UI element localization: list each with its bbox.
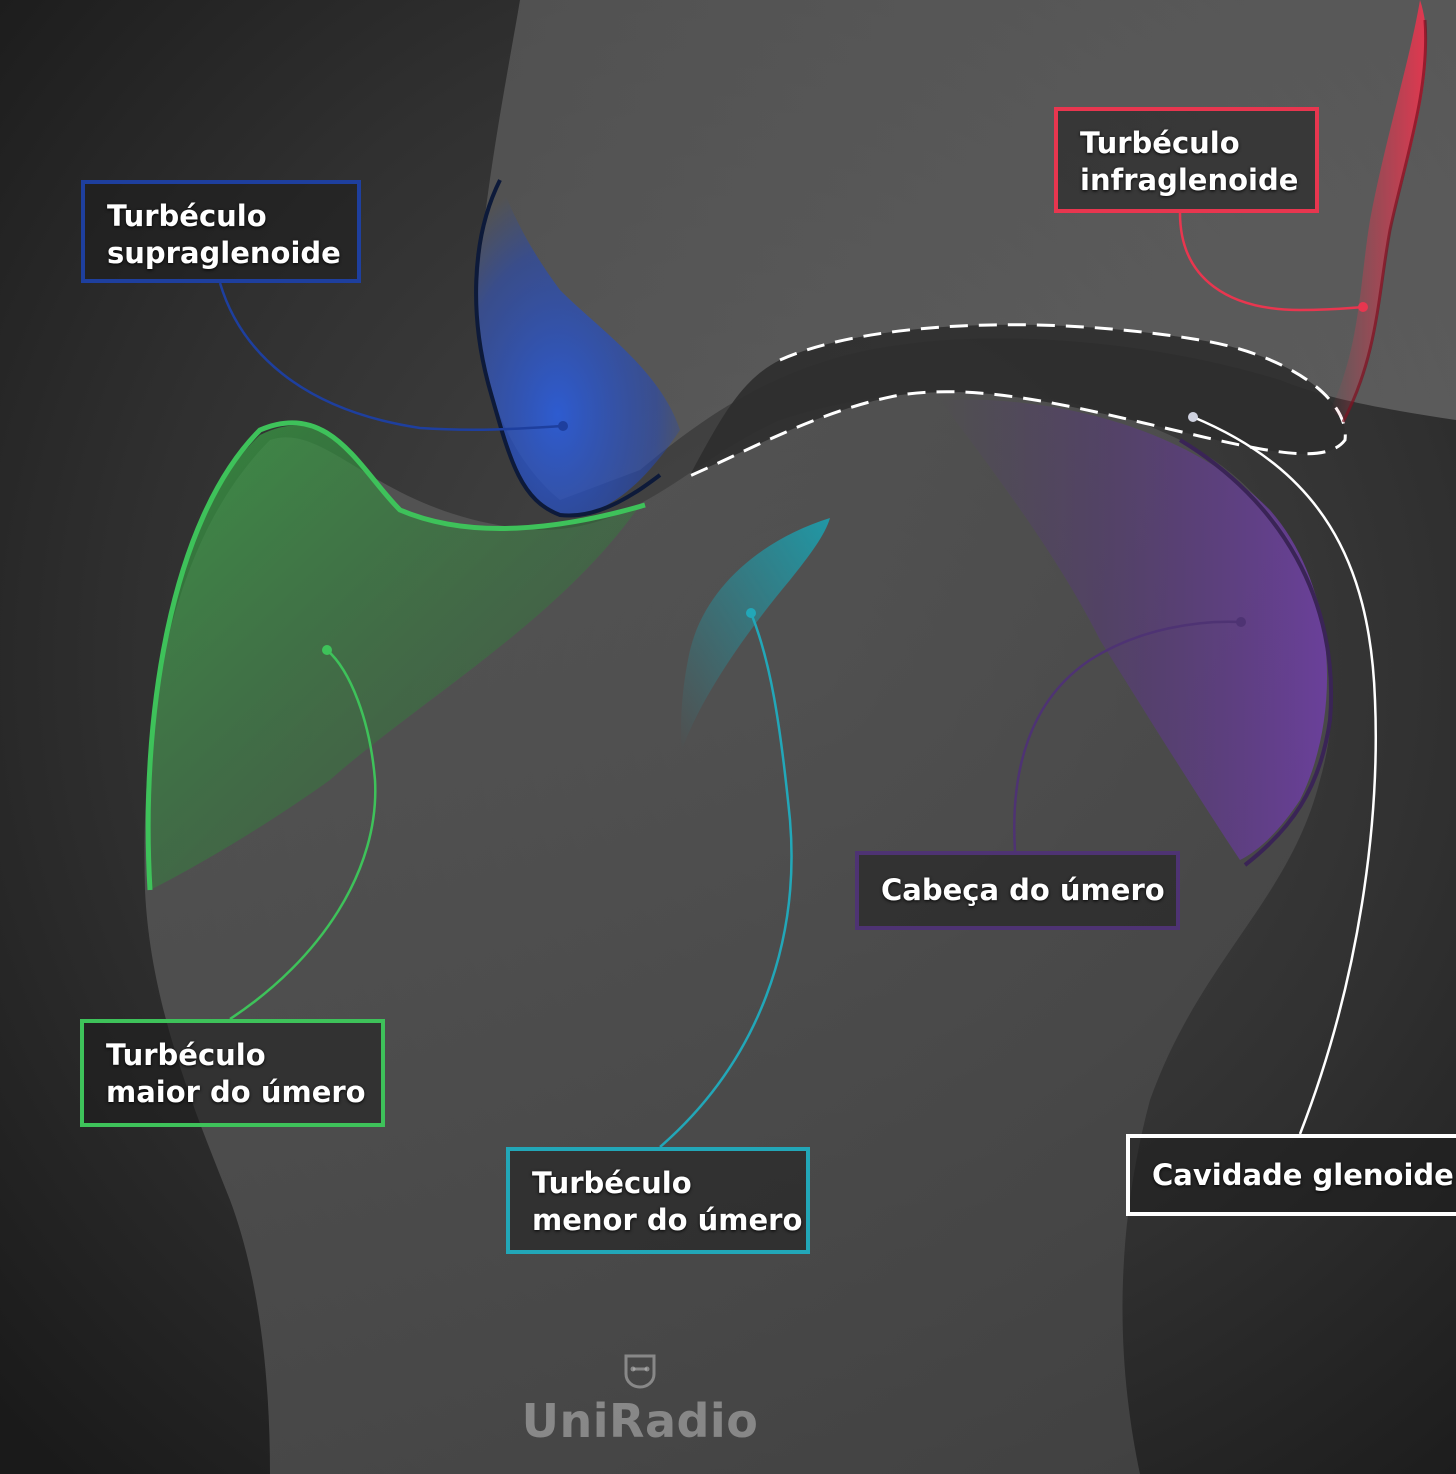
label-menor-line1: Turbéculo <box>532 1165 784 1202</box>
label-menor-line2: menor do úmero <box>532 1202 784 1239</box>
label-tuberculo-maior: Turbéculo maior do úmero <box>80 1019 385 1127</box>
label-cabeca-text: Cabeça do úmero <box>881 872 1154 909</box>
label-infraglenoide-line2: infraglenoide <box>1080 162 1293 199</box>
label-tuberculo-menor: Turbéculo menor do úmero <box>506 1147 810 1254</box>
uniradio-watermark: UniRadio <box>500 1350 780 1448</box>
uniradio-logo-text: UniRadio <box>500 1394 780 1448</box>
label-maior-line2: maior do úmero <box>106 1074 359 1111</box>
label-supraglenoide-line2: supraglenoide <box>107 235 335 272</box>
label-tuberculo-infraglenoide: Turbéculo infraglenoide <box>1054 107 1319 213</box>
leader-dot-cabeca <box>1236 617 1246 627</box>
leader-dot-infraglenoide <box>1358 302 1368 312</box>
label-maior-line1: Turbéculo <box>106 1037 359 1074</box>
label-infraglenoide-line1: Turbéculo <box>1080 125 1293 162</box>
leader-dot-supraglenoide <box>558 421 568 431</box>
leader-dot-maior <box>322 645 332 655</box>
leader-dot-menor <box>746 608 756 618</box>
label-cavidade-text: Cavidade glenoide <box>1152 1157 1440 1194</box>
label-cabeca-do-umero: Cabeça do úmero <box>855 851 1180 930</box>
label-tuberculo-supraglenoide: Turbéculo supraglenoide <box>81 180 361 283</box>
uniradio-logo-icon <box>620 1350 660 1390</box>
label-cavidade-glenoide: Cavidade glenoide <box>1126 1134 1456 1216</box>
label-supraglenoide-line1: Turbéculo <box>107 198 335 235</box>
leader-dot-cavidade <box>1188 412 1198 422</box>
